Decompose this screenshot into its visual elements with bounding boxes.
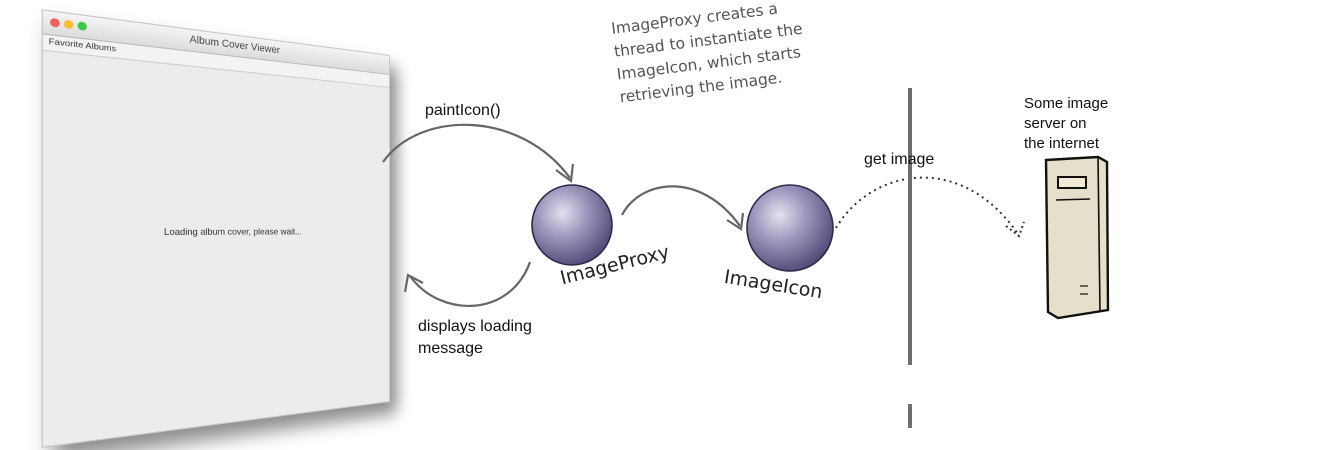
server-caption-line: the internet xyxy=(1024,135,1100,152)
server-caption: Some image server on the internet xyxy=(1024,94,1108,154)
displays-loading-label-line2: message xyxy=(418,340,483,357)
get-image-label: get image xyxy=(864,151,935,168)
image-icon-sphere xyxy=(746,184,834,272)
paint-icon-arrow xyxy=(382,123,571,179)
get-image-arrow xyxy=(835,176,1019,235)
paint-icon-label: paintIcon() xyxy=(425,102,501,119)
displays-loading-arrow xyxy=(409,261,532,307)
image-proxy-sphere xyxy=(531,184,613,266)
instantiate-arrowhead xyxy=(726,212,745,231)
paint-icon-arrowhead xyxy=(555,163,575,184)
get-image-arrowhead xyxy=(1005,221,1025,238)
server-icon xyxy=(1044,155,1110,320)
server-caption-line: server on xyxy=(1024,115,1087,132)
displays-loading-label-line1: displays loading xyxy=(418,318,532,335)
server-caption-line: Some image xyxy=(1024,95,1109,112)
displays-loading-arrowhead xyxy=(403,273,424,293)
instantiate-arrow xyxy=(621,185,741,227)
